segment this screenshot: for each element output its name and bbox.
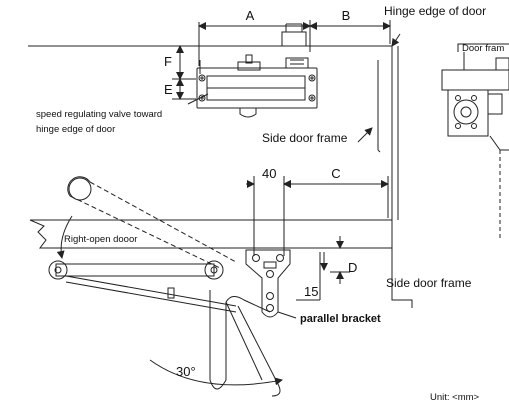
label-valve-note-2: hinge edge of door	[36, 124, 115, 135]
label-dim-15: 15	[304, 284, 318, 299]
label-side-door-frame-top: Side door frame	[262, 131, 348, 145]
label-parallel-bracket: parallel bracket	[300, 313, 381, 325]
label-valve-note-1: speed regulating valve toward	[36, 109, 162, 120]
label-hinge-edge: Hinge edge of door	[384, 4, 486, 18]
label-unit: Unit: <mm>	[430, 392, 480, 403]
bracket	[245, 249, 291, 318]
label-dim-c: C	[331, 166, 340, 181]
bottom-view	[29, 176, 413, 397]
label-angle: 30°	[176, 364, 196, 379]
closer-body	[196, 67, 318, 109]
open-door-dashed	[69, 195, 221, 269]
label-side-door-frame-bottom: Side door frame	[386, 276, 472, 290]
label-door-frame-partial: Door fram	[462, 43, 504, 54]
top-view	[28, 20, 401, 220]
label-dim-d: D	[348, 260, 357, 275]
label-right-open-door: Right-open dooor	[64, 234, 137, 245]
frame-slab	[29, 219, 393, 249]
label-dim-b: B	[342, 8, 351, 23]
label-dim-f: F	[164, 54, 172, 69]
label-dim-40: 40	[262, 166, 276, 181]
side-view-partial	[441, 43, 509, 240]
label-dim-a: A	[246, 8, 255, 23]
label-dim-e: E	[164, 82, 173, 97]
